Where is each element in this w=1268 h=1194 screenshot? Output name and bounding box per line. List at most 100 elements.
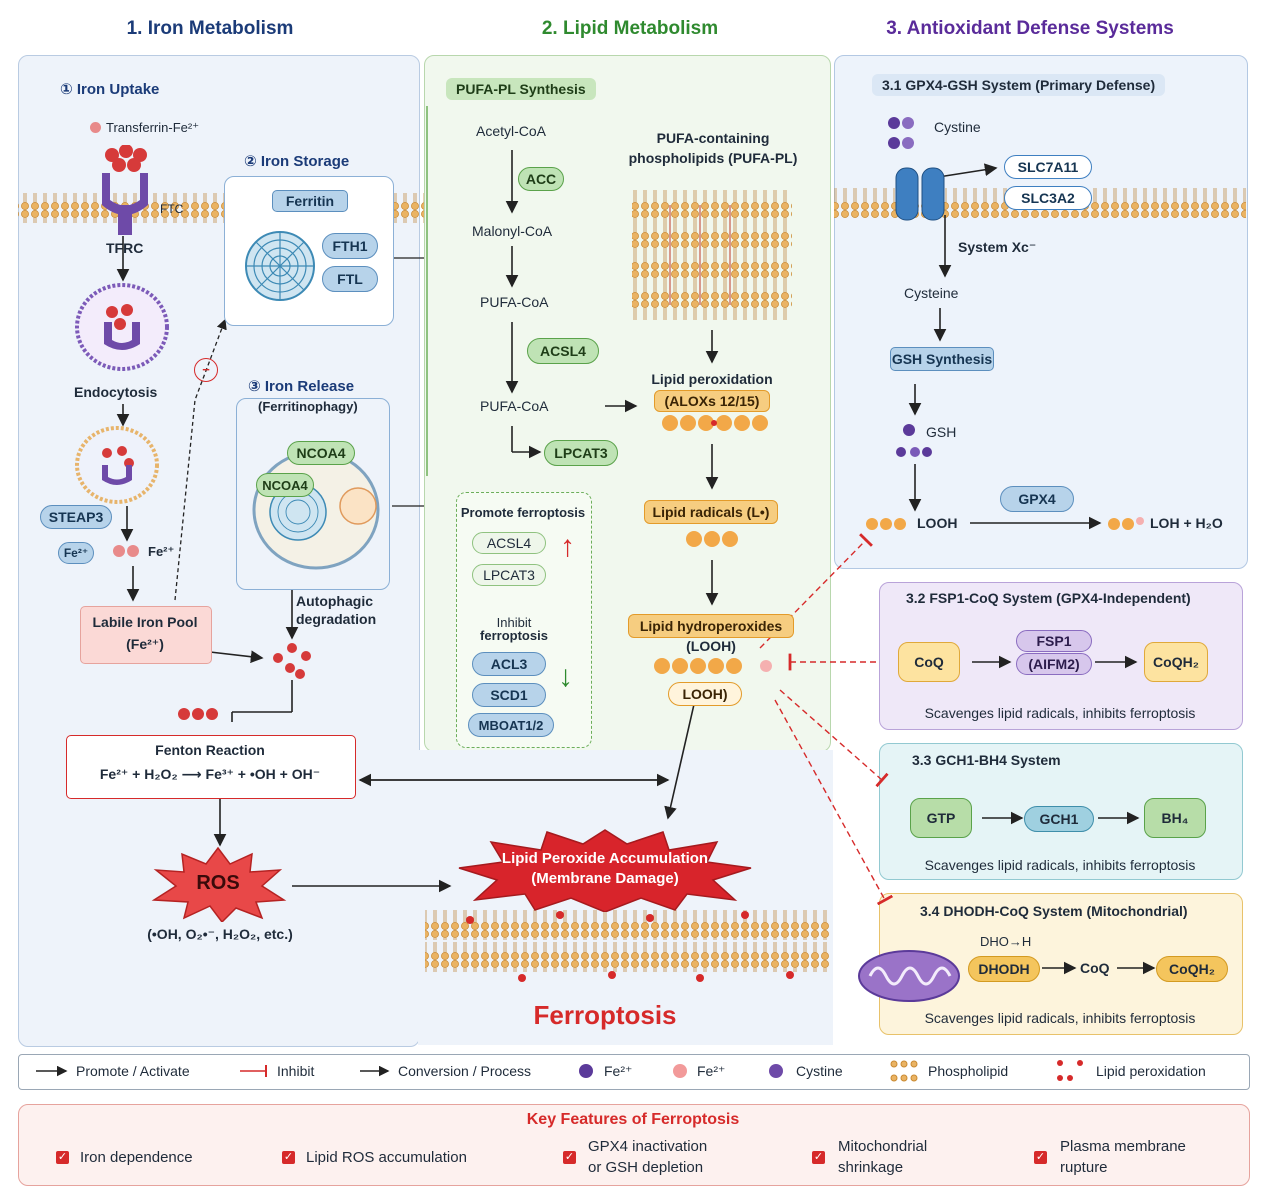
iron-trio	[178, 708, 218, 720]
fenton-equation: Fe²⁺ + H₂O₂ ⟶ Fe³⁺ + •OH + OH⁻	[99, 766, 321, 782]
fe2-pill: Fe²⁺	[58, 542, 94, 564]
fth1-pill: FTH1	[322, 233, 378, 259]
pufa-pl-title: PUFA-containing	[656, 130, 770, 146]
promote-acsl4: ACSL4	[472, 532, 546, 554]
pufa-coa-label-1: PUFA-CoA	[480, 294, 549, 310]
alox-pill: (ALOXs 12/15)	[654, 390, 770, 412]
gch1-note: Scavenges lipid radicals, inhibits ferro…	[924, 857, 1196, 873]
synthesis-frame	[426, 106, 626, 476]
labile-iron-pool-title: Labile Iron Pool	[92, 614, 198, 630]
hydro-beads	[654, 658, 772, 674]
lipid-hydroperoxides-sub: (LOOH)	[686, 638, 736, 654]
steap3-pill: STEAP3	[40, 505, 112, 529]
endosome-2	[75, 426, 159, 504]
cystine-dots	[888, 117, 914, 149]
promote-lpcat3: LPCAT3	[472, 564, 546, 586]
key-feature-3: GPX4 inactivation or GSH depletion	[588, 1138, 708, 1176]
iron-storage-title: ② Iron Storage	[244, 153, 350, 170]
iron-uptake-title: ① Iron Uptake	[60, 81, 160, 98]
key-feature-5: Plasma membrane rupture	[1060, 1138, 1186, 1176]
key-feature-2: Lipid ROS accumulation	[306, 1149, 467, 1166]
legend-promote: Promote / Activate	[76, 1063, 190, 1079]
fsp1-note: Scavenges lipid radicals, inhibits ferro…	[924, 705, 1196, 721]
legend-fe-dark: Fe²⁺	[604, 1063, 633, 1079]
loh-beads	[1108, 517, 1144, 530]
inhibit-circle-icon: −	[194, 358, 218, 382]
legend-inhibit: Inhibit	[277, 1063, 315, 1079]
iron-release-title: ③ Iron Release	[248, 378, 355, 395]
ftl-pill: FTL	[322, 266, 378, 292]
membrane-ferroptosis-2	[425, 942, 830, 972]
iron-cluster	[273, 643, 311, 679]
membrane-pufa-pl	[632, 190, 792, 320]
inhibit-scd1: SCD1	[472, 683, 546, 707]
inhibit-acl3: ACL3	[472, 652, 546, 676]
key-feature-1: Iron dependence	[80, 1149, 193, 1166]
lipid-metabolism-title: 2. Lipid Metabolism	[541, 18, 719, 39]
transferrin-label: Transferrin-Fe²⁺	[106, 120, 200, 135]
endocytosis-label: Endocytosis	[74, 384, 158, 400]
peroxidation-beads	[662, 415, 768, 431]
pufa-tails	[669, 205, 731, 305]
fsp1-system-title: 3.2 FSP1-CoQ System (GPX4-Independent)	[906, 590, 1191, 606]
legend-fe-light: Fe²⁺	[697, 1063, 726, 1079]
coqh2-hex: CoQH₂	[1144, 642, 1208, 682]
fe2-label-b: Fe²⁺	[148, 544, 175, 559]
gsh-dots	[896, 424, 932, 457]
gsh-label: GSH	[926, 424, 957, 440]
endosome-1	[75, 283, 169, 371]
dhodh-system-title: 3.4 DHODH-CoQ System (Mitochondrial)	[920, 903, 1188, 919]
membrane-ferroptosis	[425, 910, 830, 940]
accumulation-sub: (Membrane Damage)	[531, 870, 679, 887]
looh-label: LOOH	[917, 515, 958, 531]
autophagic-label: Autophagic	[296, 593, 373, 609]
bh4-hex: BH₄	[1144, 798, 1206, 838]
ferroptosis-label: Ferroptosis	[533, 1000, 677, 1030]
ferritin-icon	[245, 231, 315, 301]
lipid-peroxidation-title: Lipid peroxidation	[651, 371, 773, 387]
dhodh-pill: DHODH	[968, 956, 1040, 982]
gpx4-system-title: 3.1 GPX4-GSH System (Primary Defense)	[872, 74, 1166, 96]
tfrc-receptor	[102, 145, 148, 235]
legend-lipid-peroxidation: Lipid peroxidation	[1096, 1063, 1206, 1079]
antioxidant-title: 3. Antioxidant Defense Systems	[886, 18, 1174, 39]
legend-bar	[18, 1054, 1250, 1090]
cystine-label: Cystine	[934, 119, 981, 135]
transferrin-dot	[90, 122, 101, 133]
gsh-synthesis-pill: GSH Synthesis	[890, 347, 994, 371]
slc3a2-pill: SLC3A2	[1004, 186, 1092, 210]
pufa-pl-synthesis-title: PUFA-PL Synthesis	[446, 78, 596, 100]
acetyl-coa-label: Acetyl-CoA	[476, 123, 547, 139]
transporter-icon	[895, 167, 945, 221]
ftc-label: FTC	[160, 202, 184, 216]
pufa-pl-sub: phospholipids (PUFA-PL)	[628, 150, 798, 166]
ncoa4-pill-b: NCOA4	[256, 473, 314, 497]
dhodh-note: Scavenges lipid radicals, inhibits ferro…	[924, 1010, 1196, 1026]
fsp1-pill: FSP1	[1016, 630, 1092, 652]
coq-hex: CoQ	[898, 642, 960, 682]
check-icon: ✓	[563, 1151, 576, 1164]
labile-iron-pool-sub: (Fe²⁺)	[126, 636, 164, 652]
system-xc-label: System Xc⁻	[958, 239, 1037, 255]
ros-label: ROS	[196, 872, 240, 894]
ferritin-pill: Ferritin	[272, 190, 348, 212]
key-feature-4: Mitochondrial shrinkage	[838, 1138, 928, 1176]
malonyl-coa-label: Malonyl-CoA	[472, 223, 553, 239]
down-arrow-icon: ↓	[558, 660, 573, 693]
legend-cystine: Cystine	[796, 1063, 843, 1079]
legend-phospholipid: Phospholipid	[928, 1063, 1009, 1079]
legend-icons	[36, 1060, 1083, 1082]
check-icon: ✓	[282, 1151, 295, 1164]
tfrc-label: TFRC	[106, 240, 144, 256]
slc7a11-pill: SLC7A11	[1004, 155, 1092, 179]
up-arrow-icon: ↑	[560, 530, 575, 563]
cysteine-label: Cysteine	[904, 285, 959, 301]
fenton-title: Fenton Reaction	[155, 742, 265, 758]
acc-pill: ACC	[518, 167, 564, 191]
gch1-system-title: 3.3 GCH1-BH4 System	[912, 752, 1061, 768]
looh-pill: LOOH)	[668, 682, 742, 706]
check-icon: ✓	[1034, 1151, 1047, 1164]
inhibit-title-2: ferroptosis	[480, 628, 548, 643]
acsl4-pill: ACSL4	[527, 338, 599, 364]
